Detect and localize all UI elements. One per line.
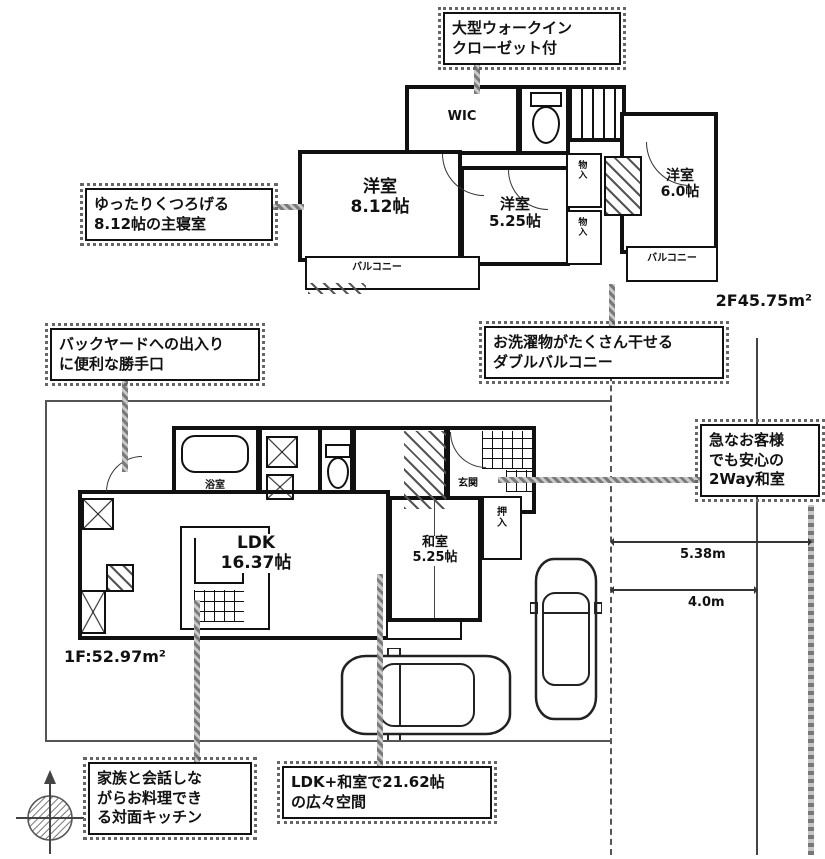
- dimension-label-538: 5.38m: [680, 547, 726, 562]
- area-2f-label: 2F45.75m²: [715, 291, 812, 310]
- room-1f-ldk-label: LDK 16.37帖: [196, 533, 316, 574]
- storage-icon: [106, 564, 134, 592]
- leader-bedroom: [264, 204, 304, 210]
- balcony-hatch: [308, 283, 366, 294]
- room-2f-west8-label: 洋室 8.12帖: [318, 177, 442, 217]
- washing-machine-icon: [266, 436, 298, 468]
- balcony-2f-right: [626, 246, 718, 282]
- entrance-tile: [482, 431, 532, 469]
- site-boundary-west: [45, 400, 47, 742]
- room-name: 洋室: [666, 168, 694, 184]
- dimension-label-40: 4.0m: [688, 595, 725, 610]
- room-size: 6.0帖: [660, 184, 700, 201]
- site-boundary-south: [45, 740, 612, 742]
- balcony-2f-right-label: バルコニー: [647, 253, 697, 264]
- callout-kitchen: 家族と会話しな がらお料理でき る対面キッチン: [83, 757, 257, 840]
- callout-wic: 大型ウォークイン クローゼット付: [438, 7, 626, 70]
- vanity-icon: [266, 474, 294, 500]
- car-icon: [530, 557, 602, 721]
- leader-balcony: [609, 284, 615, 328]
- closet-2f-a-label: 物入: [576, 160, 587, 180]
- site-boundary-east-hatched: [808, 505, 814, 855]
- area-1f-label: 1F:52.97m²: [64, 647, 166, 666]
- stairs-2f-icon: [566, 85, 626, 142]
- leader-kitchen: [194, 600, 200, 764]
- leader-wic: [474, 62, 480, 94]
- site-boundary-east-inner: [756, 338, 758, 855]
- toilet-icon: [532, 106, 560, 144]
- leader-washitsu: [498, 477, 702, 483]
- site-boundary-north: [45, 400, 612, 402]
- room-size: 5.25帖: [412, 549, 458, 565]
- callout-balcony: お洗濯物がたくさん干せる ダブルバルコニー: [479, 321, 729, 384]
- room-name: 洋室: [499, 195, 530, 213]
- room-size: 16.37帖: [220, 552, 292, 573]
- toilet-icon: [530, 92, 562, 107]
- room-size: 5.25帖: [488, 212, 541, 231]
- balcony-2f-left-label: バルコニー: [352, 262, 402, 273]
- car-icon: [340, 648, 512, 740]
- leader-backdoor: [122, 380, 128, 472]
- leader-ldk: [377, 574, 383, 768]
- closet-1f-oshiire: [482, 496, 522, 560]
- compass-icon: [16, 770, 84, 854]
- room-2f-wic-label: WIC: [447, 109, 477, 124]
- closet-1f-oshiire-label: 押入: [494, 506, 506, 528]
- room-1f-bath-label: 浴室: [205, 480, 225, 491]
- closet-2f-a: [566, 153, 602, 208]
- room-1f-washitsu-label: 和室 5.25帖: [392, 535, 478, 566]
- refrigerator-icon: [82, 498, 114, 530]
- room-size: 8.12帖: [350, 196, 410, 217]
- room-name: LDK: [236, 533, 276, 553]
- dimension-line-40: [610, 586, 758, 594]
- room-2f-west6-label: 洋室 6.0帖: [646, 168, 714, 200]
- room-1f-genkan-label: 玄関: [458, 478, 478, 489]
- room-2f-west5-label: 洋室 5.25帖: [468, 195, 562, 231]
- toilet-icon: [327, 457, 349, 489]
- closet-2f-b: [566, 210, 602, 265]
- pantry-icon: [80, 590, 106, 634]
- bathtub-icon: [181, 435, 249, 473]
- room-2f-wic: [405, 85, 520, 155]
- stairs-1f-icon: [404, 431, 446, 509]
- site-dashed-line: [610, 345, 612, 855]
- toilet-icon: [325, 444, 351, 458]
- callout-backdoor: バックヤードへの出入り に便利な勝手口: [45, 323, 265, 386]
- callout-bedroom: ゆったりくつろげる 8.12帖の主寝室: [80, 183, 278, 246]
- terrace-step: [386, 620, 462, 640]
- dimension-line-538: [610, 538, 812, 546]
- closet-2f-b-label: 物入: [576, 217, 587, 237]
- room-name: 和室: [421, 535, 448, 550]
- callout-ldk: LDK+和室で21.62帖 の広々空間: [277, 761, 497, 824]
- callout-washitsu: 急なお客様 でも安心の 2Way和室: [695, 419, 825, 502]
- closet-2f-c: [604, 156, 642, 216]
- room-name: 洋室: [363, 177, 397, 197]
- stove-icon: [194, 590, 244, 622]
